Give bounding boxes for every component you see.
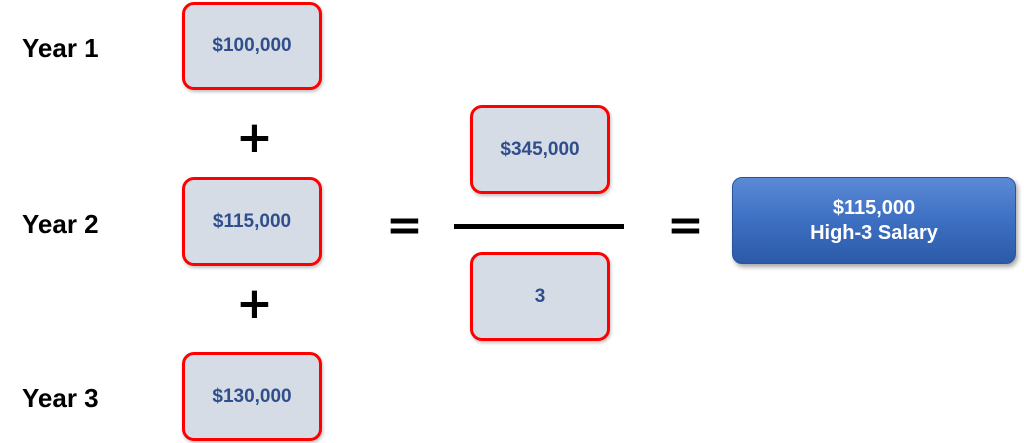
equals-operator-2: = bbox=[667, 200, 704, 251]
high3-result-value: $115,000 bbox=[832, 196, 916, 219]
year-3-salary-box: $130,000 bbox=[182, 352, 322, 441]
year-3-label: Year 3 bbox=[22, 383, 99, 413]
year-2-salary-box: $115,000 bbox=[182, 177, 322, 266]
high3-result-label: High-3 Salary bbox=[810, 221, 938, 244]
fraction-bar bbox=[454, 224, 624, 229]
numerator-box: $345,000 bbox=[470, 105, 610, 194]
year-1-salary-box: $100,000 bbox=[182, 2, 322, 90]
year-2-salary: $115,000 bbox=[212, 210, 292, 232]
plus-operator-2: + bbox=[236, 278, 273, 329]
numerator-value: $345,000 bbox=[500, 138, 580, 160]
year-3-salary: $130,000 bbox=[212, 385, 292, 407]
equals-operator-1: = bbox=[386, 200, 423, 251]
year-1-salary: $100,000 bbox=[212, 35, 292, 56]
high3-result-box: $115,000 High-3 Salary bbox=[732, 177, 1016, 264]
year-1-label: Year 1 bbox=[22, 33, 99, 63]
denominator-box: 3 bbox=[470, 252, 610, 341]
year-2-label: Year 2 bbox=[22, 209, 99, 239]
plus-operator-1: + bbox=[236, 112, 273, 163]
denominator-value: 3 bbox=[534, 285, 546, 307]
